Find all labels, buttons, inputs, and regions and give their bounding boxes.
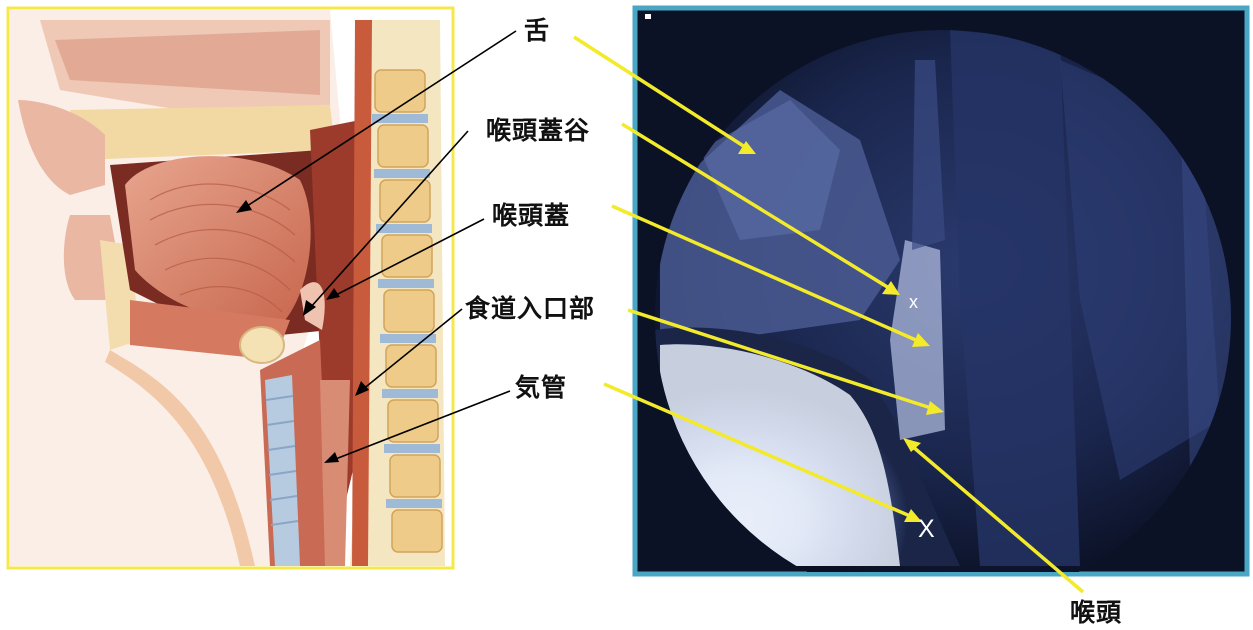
large-x-marker: X [918, 515, 935, 543]
label-vallecula: 喉頭蓋谷 [486, 116, 590, 146]
label-tongue: 舌 [524, 16, 550, 46]
small-x-marker: x [909, 292, 918, 312]
label-larynx: 喉頭 [1070, 598, 1122, 628]
label-trachea: 気管 [515, 373, 567, 403]
label-epiglottis: 喉頭蓋 [492, 201, 570, 231]
xray-image [635, 8, 1247, 574]
sagittal-illustration [8, 8, 453, 568]
label-esophageal-entrance: 食道入口部 [465, 294, 595, 324]
